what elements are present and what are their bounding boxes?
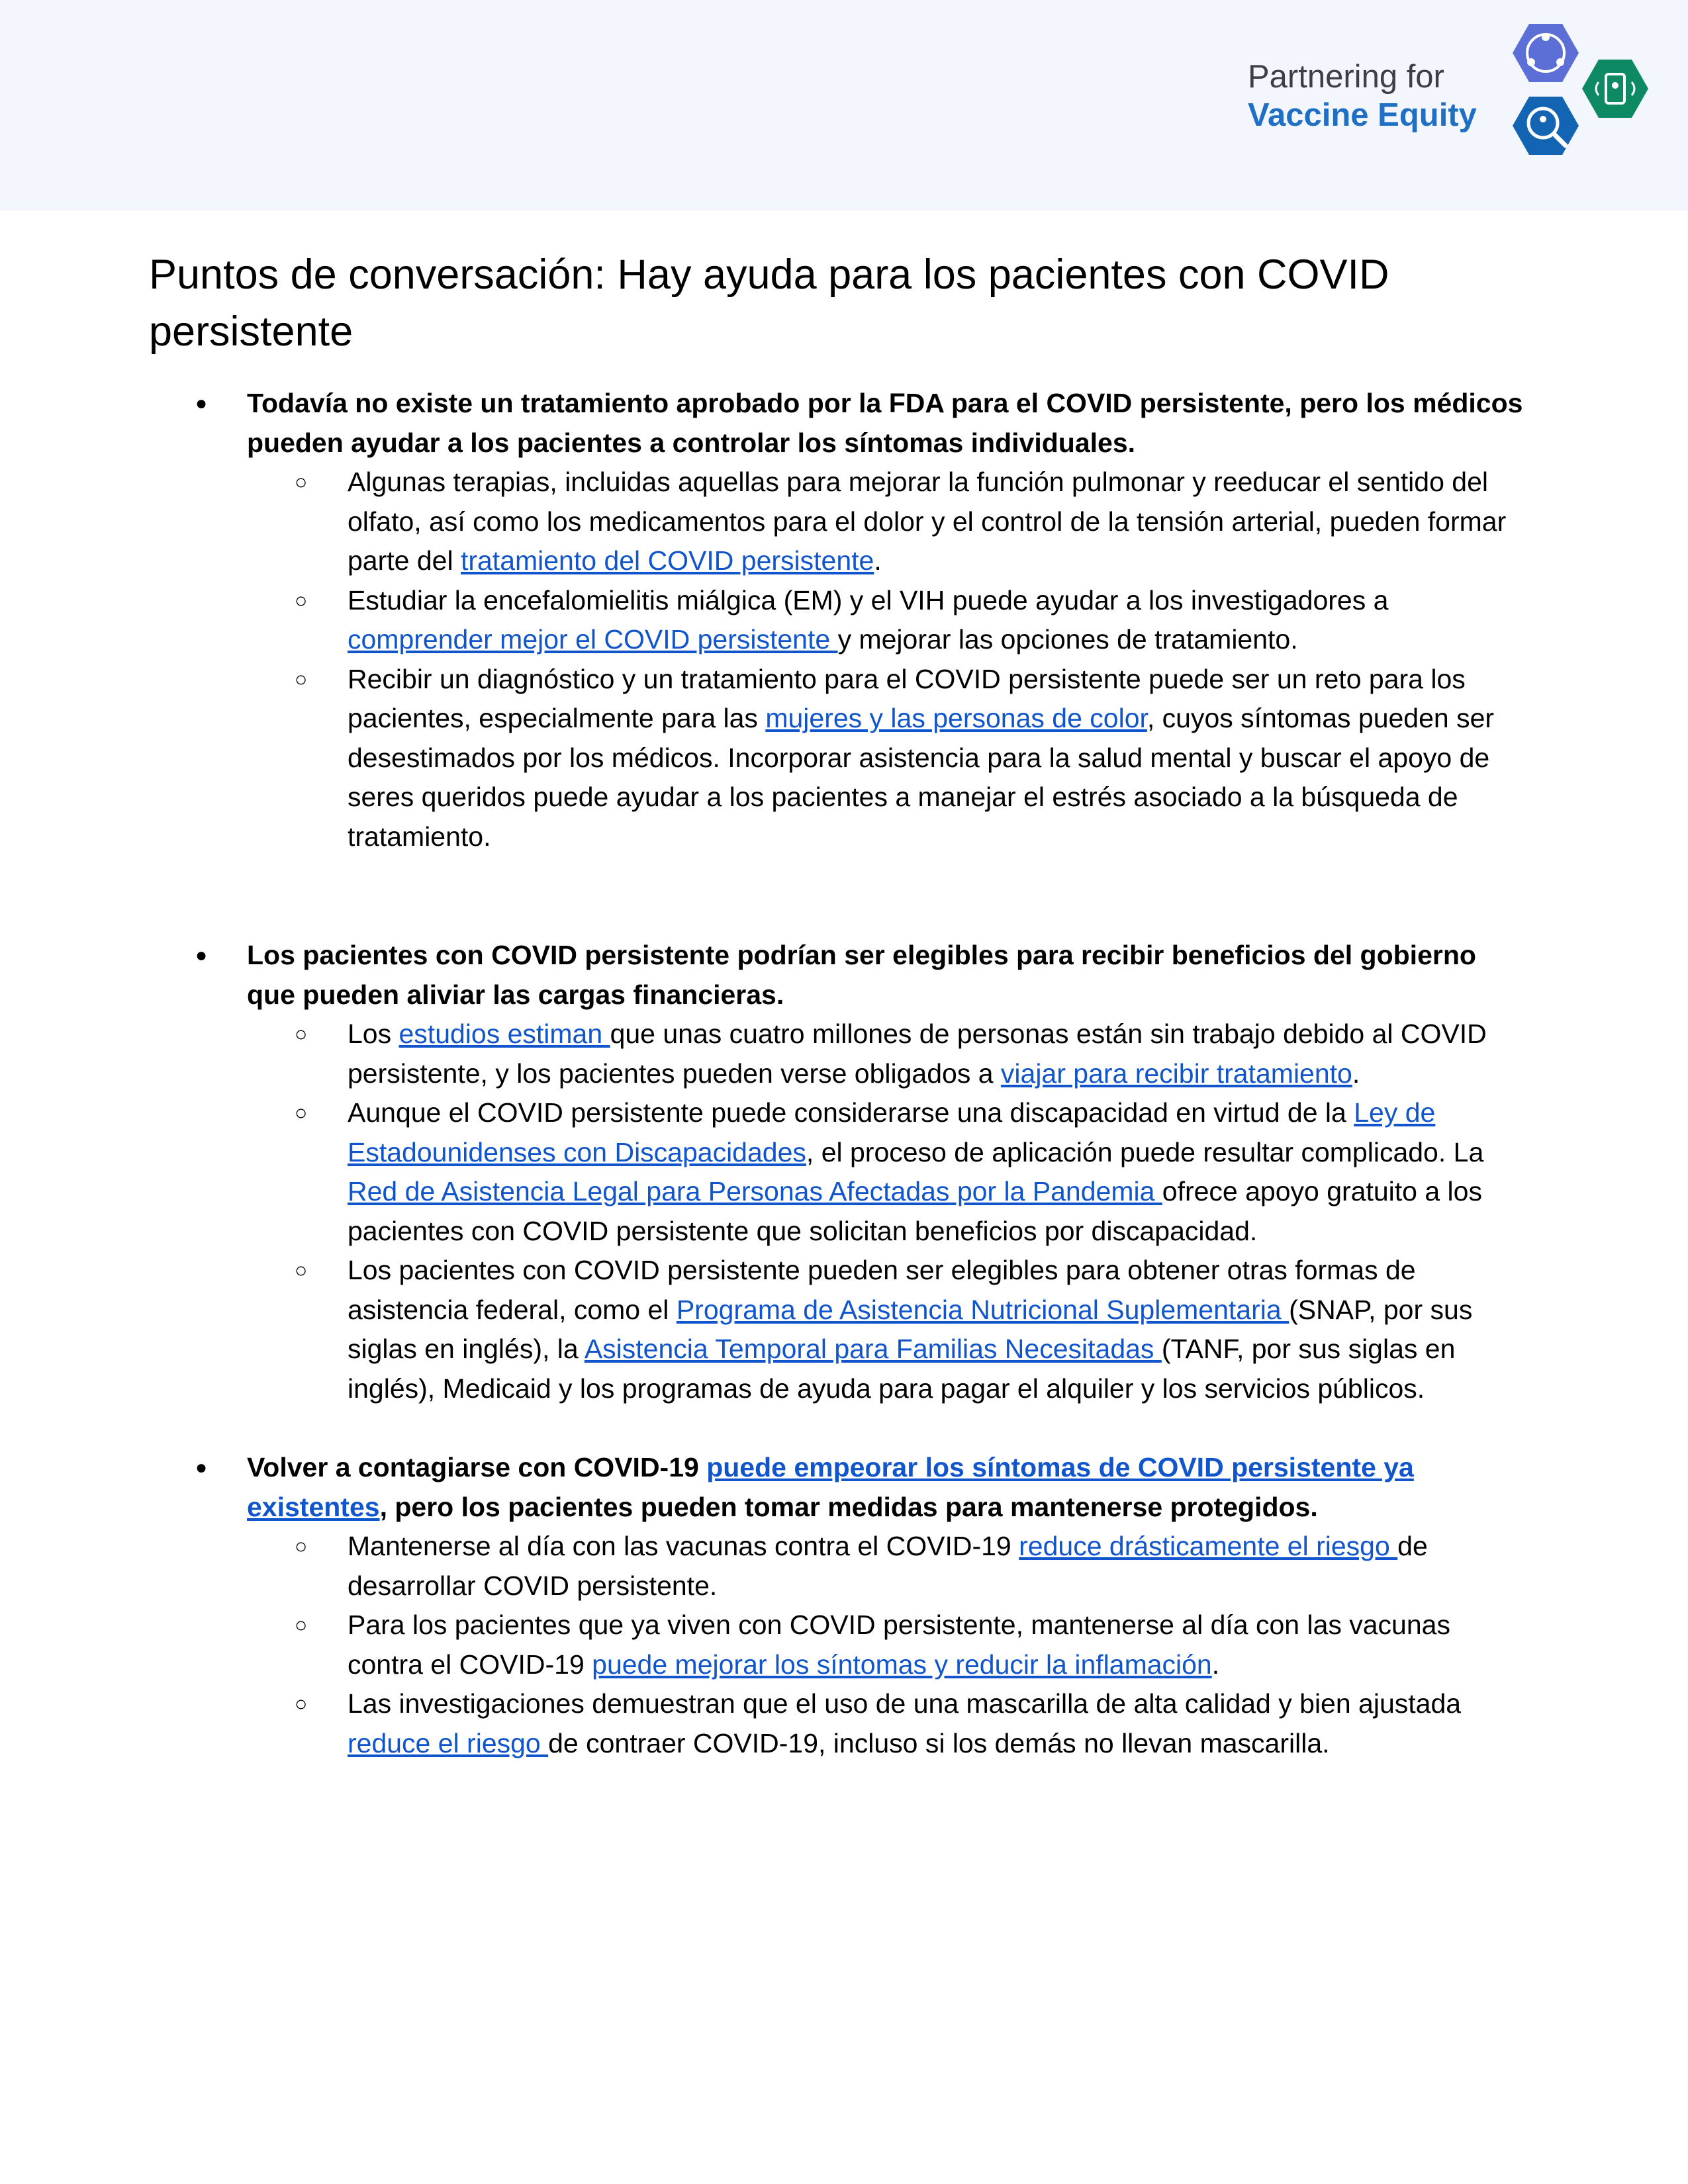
list-item: Aunque el COVID persistente puede consid…	[149, 1093, 1529, 1251]
item-text: Aunque el COVID persistente puede consid…	[348, 1097, 1354, 1128]
list-item: Los estudios estiman que unas cuatro mil…	[149, 1015, 1529, 1093]
item-text: (SNAP, por sus siglas en inglés), la	[348, 1294, 1473, 1365]
list-item: Mantenerse al día con las vacunas contra…	[149, 1527, 1529, 1606]
link[interactable]: comprender mejor el COVID persistente	[348, 624, 838, 655]
item-text: Los	[348, 1019, 399, 1049]
heading-text: , pero los pacientes pueden tomar medida…	[379, 1491, 1318, 1522]
link[interactable]: reduce drásticamente el riesgo	[1019, 1531, 1398, 1561]
link[interactable]: mujeres y las personas de color	[765, 703, 1147, 733]
item-text: Los pacientes con COVID persistente pued…	[348, 1255, 1416, 1325]
item-text: Algunas terapias, incluidas aquellas par…	[348, 467, 1507, 576]
page-header: Partnering for Vaccine Equity	[0, 0, 1688, 210]
link[interactable]: Programa de Asistencia Nutricional Suple…	[676, 1294, 1289, 1325]
item-text: ofrece apoyo gratuito a los pacientes co…	[348, 1176, 1482, 1246]
item-text: de contraer COVID-19, incluso si los dem…	[548, 1727, 1330, 1758]
list-item: Recibir un diagnóstico y un tratamiento …	[149, 660, 1529, 857]
spacer	[149, 1408, 1529, 1448]
item-text: Las investigaciones demuestran que el us…	[348, 1688, 1462, 1719]
list-item: Algunas terapias, incluidas aquellas par…	[149, 463, 1529, 581]
hex-search-icon	[1513, 97, 1579, 155]
heading-text: Todavía no existe un tratamiento aprobad…	[247, 388, 1523, 458]
link[interactable]: Red de Asistencia Legal para Personas Af…	[348, 1176, 1162, 1206]
heading-text: Los pacientes con COVID persistente podr…	[247, 940, 1476, 1010]
talking-points: Todavía no existe un tratamiento aprobad…	[149, 384, 1529, 1763]
link[interactable]: estudios estiman	[399, 1019, 610, 1049]
hex-community-icon	[1513, 24, 1579, 82]
bullet-section: Volver a contagiarse con COVID-19 puede …	[149, 1448, 1529, 1763]
heading-text: Volver a contagiarse con COVID-19	[247, 1452, 707, 1482]
section-heading: Todavía no existe un tratamiento aprobad…	[247, 384, 1529, 463]
logo-line-1: Partnering for	[1248, 59, 1444, 95]
link[interactable]: puede empeorar los síntomas de COVID per…	[247, 1452, 1414, 1522]
item-text: .	[1352, 1058, 1360, 1089]
list-item: Los pacientes con COVID persistente pued…	[149, 1251, 1529, 1408]
section-heading: Volver a contagiarse con COVID-19 puede …	[247, 1448, 1529, 1527]
item-text: Mantenerse al día con las vacunas contra…	[348, 1531, 1019, 1561]
hex-phone-icon	[1582, 60, 1648, 118]
list-item: Para los pacientes que ya viven con COVI…	[149, 1606, 1529, 1684]
list-item: Estudiar la encefalomielitis miálgica (E…	[149, 581, 1529, 660]
link[interactable]: puede mejorar los síntomas y reducir la …	[592, 1649, 1212, 1680]
link[interactable]: tratamiento del COVID persistente	[460, 545, 874, 576]
bullet-section: Todavía no existe un tratamiento aprobad…	[149, 384, 1529, 856]
item-text: .	[1211, 1649, 1220, 1680]
item-text: Recibir un diagnóstico y un tratamiento …	[348, 663, 1466, 734]
page-title: Puntos de conversación: Hay ayuda para l…	[149, 251, 1389, 355]
item-text: y mejorar las opciones de tratamiento.	[837, 624, 1298, 655]
link[interactable]: Asistencia Temporal para Familias Necesi…	[584, 1334, 1162, 1364]
section-heading: Los pacientes con COVID persistente podr…	[247, 936, 1529, 1015]
logo-line-2: Vaccine Equity	[1248, 97, 1477, 133]
item-text: Para los pacientes que ya viven con COVI…	[348, 1610, 1450, 1680]
item-text: , el proceso de aplicación puede resulta…	[806, 1136, 1484, 1167]
list-item: Las investigaciones demuestran que el us…	[149, 1684, 1529, 1763]
item-text: de desarrollar COVID persistente.	[348, 1531, 1428, 1601]
spacer	[149, 856, 1529, 936]
link[interactable]: reduce el riesgo	[348, 1727, 549, 1758]
link[interactable]: viajar para recibir tratamiento	[1000, 1058, 1352, 1089]
item-text: que unas cuatro millones de personas est…	[348, 1019, 1487, 1089]
item-text: (TANF, por sus siglas en inglés), Medica…	[348, 1334, 1456, 1404]
bullet-section: Los pacientes con COVID persistente podr…	[149, 936, 1529, 1408]
logo-wordmark: Partnering for Vaccine Equity	[1248, 58, 1486, 135]
item-text: .	[874, 545, 882, 576]
item-text: , cuyos síntomas pueden ser desestimados…	[348, 703, 1495, 852]
link[interactable]: Ley de Estadounidenses con Discapacidade…	[348, 1097, 1436, 1167]
logo-hexagons-icon	[1513, 24, 1648, 155]
item-text: Estudiar la encefalomielitis miálgica (E…	[348, 584, 1389, 615]
